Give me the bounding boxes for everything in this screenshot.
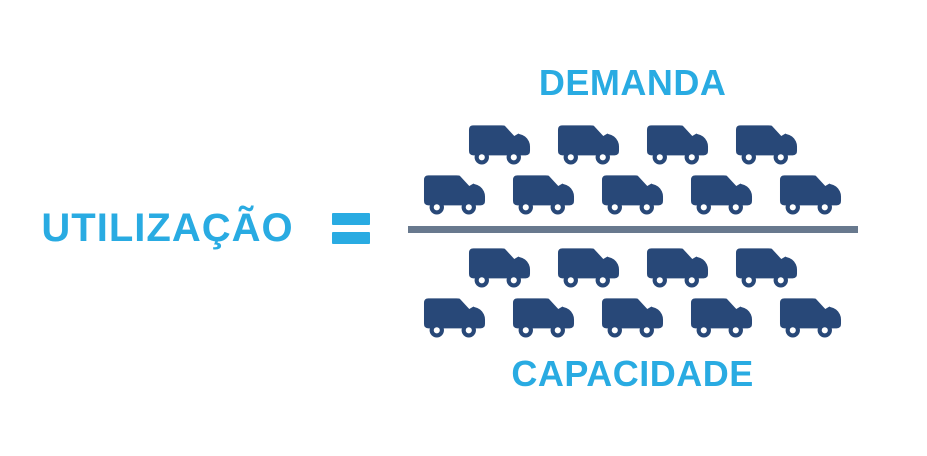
van-truck-icon — [735, 124, 797, 164]
van-truck-icon — [691, 174, 753, 214]
capacity-truck-row-1 — [468, 247, 798, 288]
van-truck-icon — [646, 124, 708, 164]
van-truck-icon — [468, 124, 530, 164]
equals-sign — [331, 212, 370, 244]
capacity-truck-row-2 — [423, 297, 842, 338]
van-truck-icon — [735, 247, 797, 287]
demand-truck-row-1 — [468, 124, 798, 165]
van-truck-icon — [691, 297, 753, 337]
fraction-block: DEMANDA — [407, 61, 858, 394]
van-truck-icon — [602, 174, 664, 214]
fraction-divider-bar — [407, 225, 858, 233]
van-truck-icon — [780, 174, 842, 214]
formula-row: UTILIZAÇÃO DEMANDA — [41, 61, 858, 394]
van-truck-icon — [424, 174, 486, 214]
capacity-label: CAPACIDADE — [511, 352, 754, 394]
demand-label: DEMANDA — [538, 61, 727, 103]
van-truck-icon — [513, 174, 575, 214]
van-truck-icon — [424, 297, 486, 337]
van-truck-icon — [468, 247, 530, 287]
van-truck-icon — [780, 297, 842, 337]
equals-bar-top — [331, 212, 370, 225]
utilization-label: UTILIZAÇÃO — [41, 205, 294, 250]
van-truck-icon — [602, 297, 664, 337]
van-truck-icon — [513, 297, 575, 337]
van-truck-icon — [557, 247, 619, 287]
equals-bar-bottom — [331, 231, 370, 244]
demand-truck-row-2 — [423, 174, 842, 215]
van-truck-icon — [557, 124, 619, 164]
van-truck-icon — [646, 247, 708, 287]
